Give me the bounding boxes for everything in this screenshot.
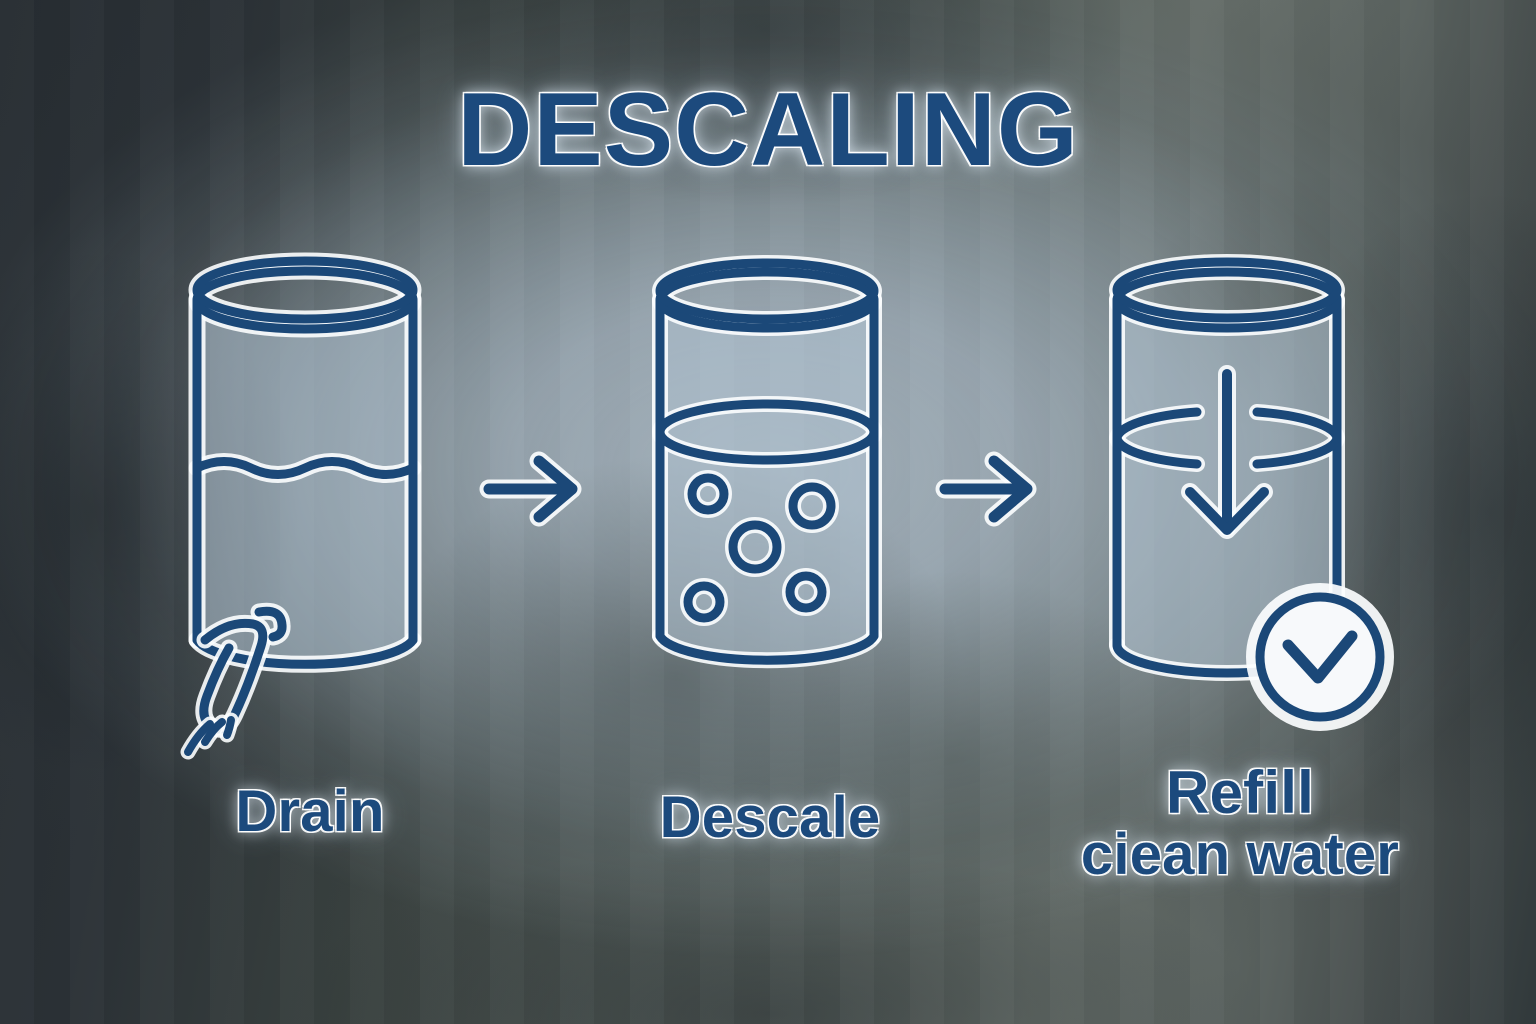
bubble-ring-icon-group bbox=[683, 473, 836, 623]
spout-icon bbox=[254, 606, 287, 642]
step-3-tank-refill-icon bbox=[1109, 254, 1394, 731]
step-3-label-line2: ciean water bbox=[1080, 822, 1400, 888]
bubble-ring-4 bbox=[683, 581, 725, 623]
arrow-right-icon-1 bbox=[479, 451, 582, 527]
tank-2-water-line-ellipse bbox=[655, 399, 879, 465]
arrow-right-icon-2 bbox=[935, 451, 1037, 527]
tank-1-water-wave-line bbox=[192, 457, 418, 479]
tank-1-base-curve bbox=[192, 635, 418, 669]
bubble-ring-3 bbox=[728, 520, 782, 574]
bubble-ring-2 bbox=[788, 482, 836, 530]
bubble-ring-5 bbox=[785, 571, 827, 613]
arrow-down-icon bbox=[1185, 369, 1269, 535]
tank-2-base-curve bbox=[655, 631, 879, 665]
step-1-tank-drain-icon bbox=[180, 252, 422, 760]
step-1-label: Drain bbox=[235, 779, 385, 844]
tank-2-rim-outer bbox=[655, 258, 879, 324]
tank-3-rim-inner bbox=[1112, 267, 1342, 333]
step-2-tank-descale-icon bbox=[652, 255, 882, 669]
step-2-label: Descale bbox=[659, 785, 881, 850]
page-title: DESCALING bbox=[457, 72, 1079, 188]
tank-3-rim-outer bbox=[1112, 257, 1342, 323]
tank-2-body-fill bbox=[660, 300, 874, 661]
step-3-label: Refill ciean water bbox=[1020, 762, 1460, 884]
check-circle-icon bbox=[1246, 583, 1394, 731]
check-icon bbox=[1282, 630, 1358, 684]
tank-3-water-line-ellipse bbox=[1112, 407, 1342, 469]
tank-1-body-fill bbox=[197, 300, 413, 665]
splash-marks-icon bbox=[184, 716, 235, 756]
tank-1-rim-outer bbox=[192, 256, 418, 324]
step-3-label-line1: Refill bbox=[1166, 759, 1314, 826]
check-badge-circle bbox=[1255, 592, 1385, 722]
bubble-ring-1 bbox=[687, 473, 729, 515]
